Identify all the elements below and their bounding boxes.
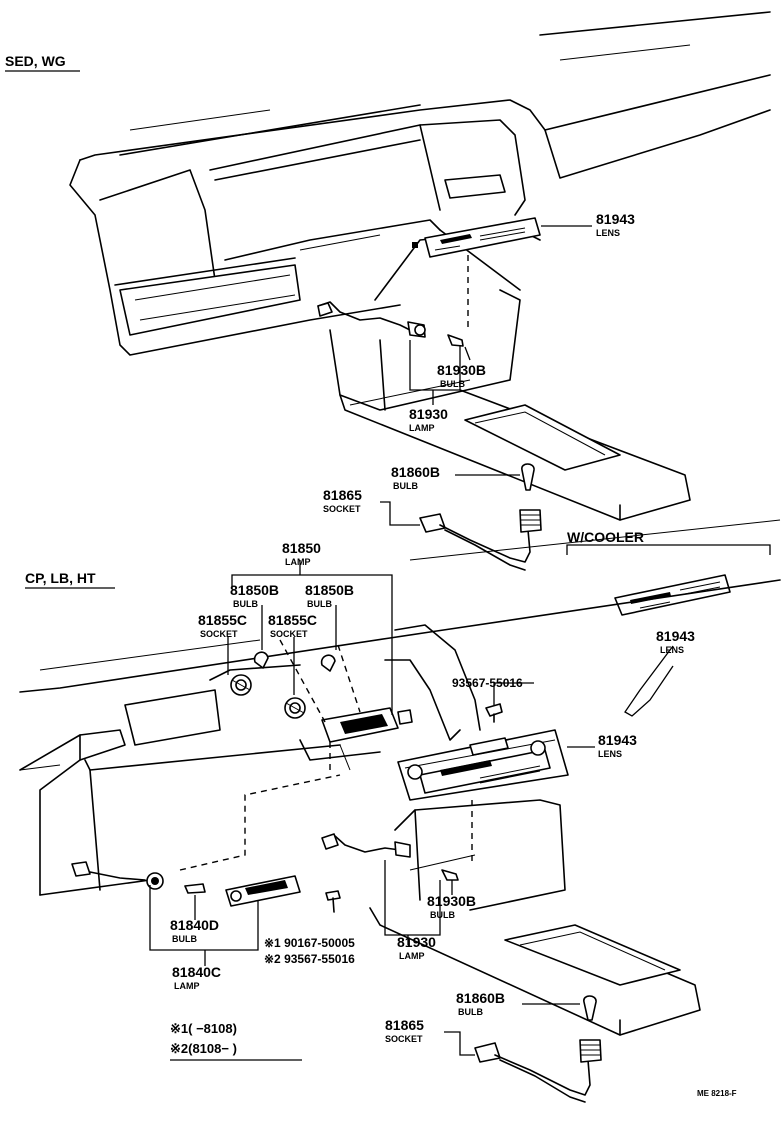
bulb-socket-top-name: BULB [393,481,418,491]
footnote-1: ※1( −8108) [170,1021,237,1036]
screw-left-part [325,890,341,913]
section-title-cooler: W/COOLER [567,529,644,545]
socket-mid-right-part [284,697,306,719]
lamp-top-name: LAMP [409,423,435,433]
screw-mid-part [485,703,503,723]
lamp-low-part [321,833,411,858]
section-title-middle: CP, LB, HT [25,570,96,586]
socket-top-name: SOCKET [323,504,361,514]
bulb-mid-right-part [320,654,336,672]
lamp-mid-name: LAMP [285,557,311,567]
mid-dashboard-drawing [19,519,781,896]
screw-number: 93567-55016 [452,676,523,690]
bulb-top-name: BULB [440,379,465,389]
screw-note-2: ※2 93567-55016 [264,952,355,966]
socket-bottom-part [474,995,602,1103]
bulb-low-name: BULB [430,910,455,920]
socket-bottom-number: 81865 [385,1017,424,1033]
lamp-low-number: 81930 [397,934,436,950]
bulb-left-part [184,883,206,894]
lamp-top-part [317,301,426,338]
lens-top-name: LENS [596,228,620,238]
bulb-top-part [447,334,464,347]
bulb-top-number: 81930B [437,362,486,378]
socket-top-number: 81865 [323,487,362,503]
bulb-mid-right-name: BULB [307,599,332,609]
reference-code: ME 8218-F [697,1089,737,1098]
socket-mid-left-part [230,674,252,696]
bulb-mid-left-number: 81850B [230,582,279,598]
socket-top-part [419,463,542,571]
lamp-low-name: LAMP [399,951,425,961]
bulb-socket-bottom-name: BULB [458,1007,483,1017]
socket-mid-left-number: 81855C [198,612,247,628]
bulb-left-name: BULB [172,934,197,944]
socket-mid-right-number: 81855C [268,612,317,628]
lamp-mid-part [321,707,413,743]
bulb-mid-left-name: BULB [233,599,258,609]
lamp-housing-left-part [225,875,301,907]
lens-cooler-number: 81943 [656,628,695,644]
screw-note-1: ※1 90167-50005 [264,936,355,950]
socket-mid-left-name: SOCKET [200,629,238,639]
console-bottom-drawing [369,799,701,1036]
lamp-left-part [71,861,164,890]
lens-mid-name: LENS [598,749,622,759]
lens-cooler-name: LENS [660,645,684,655]
socket-bottom-name: SOCKET [385,1034,423,1044]
top-dashboard-drawing [69,11,771,521]
lens-top-part [412,217,541,258]
lens-mid-number: 81943 [598,732,637,748]
bulb-low-number: 81930B [427,893,476,909]
bulb-low-part [441,869,459,881]
lens-cooler-part [614,574,731,616]
socket-mid-right-name: SOCKET [270,629,308,639]
lamp-left-number: 81840C [172,964,221,980]
bulb-left-number: 81840D [170,917,219,933]
lens-mid-part [397,729,569,801]
lamp-mid-number: 81850 [282,540,321,556]
section-title-top: SED, WG [5,53,66,69]
footnote-2: ※2(8108− ) [170,1041,237,1056]
bulb-socket-top-number: 81860B [391,464,440,480]
lens-top-number: 81943 [596,211,635,227]
bulb-mid-left-part [253,651,269,669]
lamp-left-name: LAMP [174,981,200,991]
lamp-top-number: 81930 [409,406,448,422]
bulb-mid-right-number: 81850B [305,582,354,598]
bulb-socket-bottom-number: 81860B [456,990,505,1006]
